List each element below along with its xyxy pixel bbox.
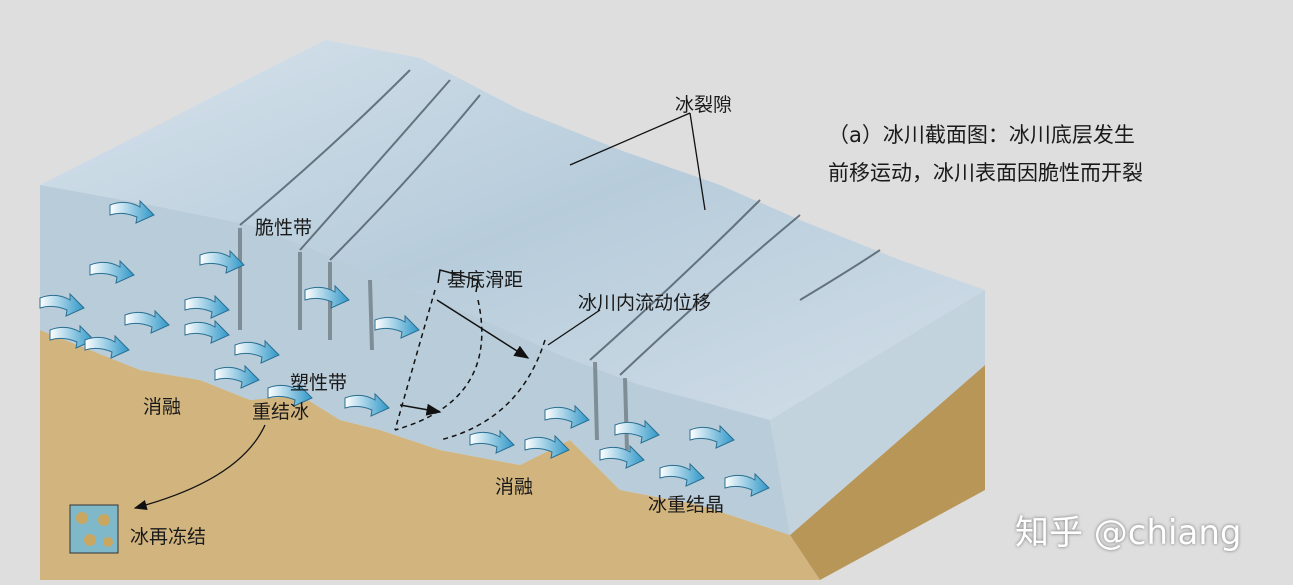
flow-arrow-icon — [124, 309, 170, 334]
label-basal-slip: 基底滑距 — [447, 269, 524, 291]
bedrock-side — [790, 365, 985, 580]
flow-arrow-icon — [614, 419, 660, 444]
ice-side — [770, 290, 985, 535]
flow-arrow-icon — [84, 334, 130, 359]
label-recrystallization: 冰重结晶 — [648, 494, 725, 516]
caption-line-2: 前移运动，冰川表面因脆性而开裂 — [828, 161, 1143, 185]
label-internal-flow: 冰川内流动位移 — [578, 292, 712, 314]
bedrock-front — [40, 330, 820, 580]
crevasses — [239, 69, 881, 376]
flow-arrow-icon — [659, 462, 705, 487]
flow-arrow-icon — [39, 292, 85, 317]
flow-arrow-icon — [267, 382, 313, 407]
label-melt-left: 消融 — [143, 396, 182, 418]
watermark: 知乎 @chiang — [1015, 513, 1242, 553]
flow-arrow-icon — [184, 294, 230, 319]
displacement-lines — [394, 269, 546, 441]
flow-arrow-icon — [599, 444, 645, 469]
label-crevasse: 冰裂隙 — [675, 94, 733, 116]
label-melt-center: 消融 — [495, 476, 534, 498]
label-refreeze-ice: 重结冰 — [252, 401, 310, 423]
label-plastic-zone: 塑性带 — [290, 372, 348, 394]
caption-line-1: （a）冰川截面图：冰川底层发生 — [828, 123, 1135, 147]
flow-arrow-icon — [109, 199, 155, 224]
label-legend-refreeze: 冰再冻结 — [130, 526, 207, 548]
flow-arrow-icon — [374, 314, 420, 339]
label-brittle-zone: 脆性带 — [255, 217, 313, 239]
flow-arrow-icon — [199, 249, 245, 274]
caption: （a）冰川截面图：冰川底层发生 前移运动，冰川表面因脆性而开裂 — [828, 116, 1143, 192]
flow-arrow-icon — [689, 424, 735, 449]
flow-arrow-icon — [89, 259, 135, 284]
ice-surface — [40, 40, 985, 420]
flow-arrow-icon — [724, 472, 770, 497]
flow-arrow-icon — [524, 434, 570, 459]
flow-arrow-icon — [304, 284, 350, 309]
flow-arrow-icon — [544, 404, 590, 429]
flow-arrow-icon — [344, 392, 390, 417]
flow-arrow-icon — [469, 429, 515, 454]
flow-arrow-icon — [234, 339, 280, 364]
flow-arrow-icon — [214, 364, 260, 389]
flow-arrow-icon — [184, 319, 230, 344]
